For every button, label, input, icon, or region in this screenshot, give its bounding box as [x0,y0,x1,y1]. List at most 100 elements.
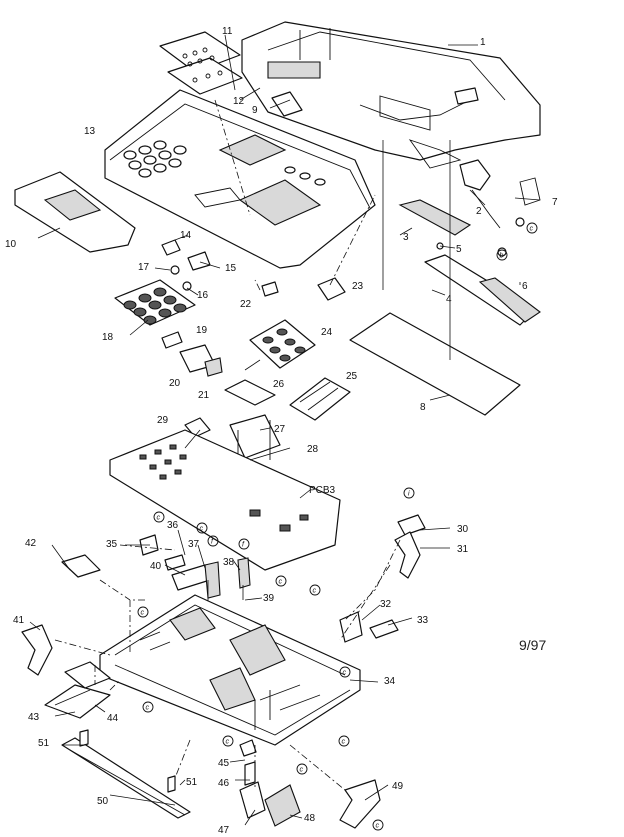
callout-37: 37 [188,539,200,550]
sheet [349,140,521,416]
base-chassis [99,594,361,746]
callout-41: 41 [13,615,25,626]
screw-c: c [338,735,350,747]
callout-27: 27 [274,424,286,435]
callout-8: 8 [420,402,426,413]
switch-parts [161,331,223,377]
svg-text:c: c [376,823,380,830]
top-cover [241,21,541,169]
callout-23: 23 [352,281,364,292]
screw-c: c [309,584,321,596]
callout-47: 47 [218,825,230,836]
callout-20: 20 [169,378,181,389]
svg-text:c: c [141,610,145,617]
callout-11: 11 [222,26,233,37]
screw-c: c [372,819,384,831]
callout-42: 42 [25,538,37,549]
screw-i: i [403,487,415,499]
cutter-assembly [398,159,541,326]
callout-15: 15 [225,263,237,274]
callout-14: 14 [180,230,192,241]
callout-1: 1 [480,37,486,48]
svg-text:f: f [242,542,245,549]
screw-c: c [296,763,308,775]
callout-12: 12 [233,96,245,107]
callout-50: 50 [97,796,109,807]
svg-text:c: c [226,739,230,746]
callout-32: 32 [380,599,392,610]
screw-c: c [526,222,538,234]
svg-text:b: b [500,253,504,260]
screw-c: c [137,606,149,618]
right-bracket [394,514,426,579]
callout-34: 34 [384,676,396,687]
svg-text:c: c [313,588,317,595]
callout-numbers: 1 2 3 4 5 6 7 8 9 10 11 12 13 14 15 16 1… [5,26,558,836]
pcb3-board [109,429,341,571]
screw-b: b [496,249,508,261]
svg-text:c: c [279,579,283,586]
screw-c: c [196,522,208,534]
svg-text:c: c [342,739,346,746]
svg-text:c: c [530,226,534,233]
callout-7: 7 [552,197,558,208]
rail-50 [61,737,191,819]
screw-c: c [339,666,351,678]
callout-49: 49 [392,781,404,792]
callout-18: 18 [102,332,114,343]
callout-2: 2 [476,206,482,217]
screw-f: f [207,535,219,547]
callout-48: 48 [304,813,316,824]
screw-f: f [238,538,250,550]
callout-13: 13 [84,126,96,137]
callout-39: 39 [263,593,275,604]
callout-26: 26 [273,379,285,390]
callout-44: 44 [107,713,119,724]
callout-21: 21 [198,390,210,401]
callout-43: 43 [28,712,40,723]
key-sheet [159,31,243,95]
callout-9: 9 [252,105,258,116]
left-hinge [21,624,53,676]
callout-38: 38 [223,557,235,568]
date-mark: 9/97 [519,637,546,653]
callout-36: 36 [167,520,179,531]
bottom-parts [79,729,381,829]
callout-30: 30 [457,524,469,535]
function-keypad [249,319,316,369]
callout-6: 6 [522,281,528,292]
svg-text:c: c [157,515,161,522]
callout-51: 51 [38,738,50,749]
small-parts [161,239,346,301]
connector-43 [44,661,111,719]
rubber-keypad [114,279,196,326]
plate-42 [61,554,101,578]
callout-3: 3 [403,232,409,243]
callout-25: 25 [346,371,358,382]
svg-text:c: c [146,705,150,712]
leader-lines [29,34,541,826]
callout-28: 28 [307,444,319,455]
callout-17: 17 [138,262,150,273]
screw-c: c [142,701,154,713]
svg-text:i: i [408,491,410,498]
callout-22: 22 [240,299,252,310]
callout-51: 51 [186,777,198,788]
screw-c: c [222,735,234,747]
label-plate [271,91,303,117]
callout-46: 46 [218,778,230,789]
spring-plate [224,377,351,421]
callout-31: 31 [457,544,469,555]
svg-text:c: c [300,767,304,774]
callout-5: 5 [456,244,462,255]
screw-c: c [275,575,287,587]
callout-4: 4 [446,294,452,305]
callout-10: 10 [5,239,17,250]
svg-text:c: c [200,526,204,533]
callout-35: 35 [106,539,118,550]
callout-19: 19 [196,325,208,336]
panel-cover [14,171,136,253]
screw-c: c [153,511,165,523]
callout-pcb3: PCB3 [309,485,336,496]
